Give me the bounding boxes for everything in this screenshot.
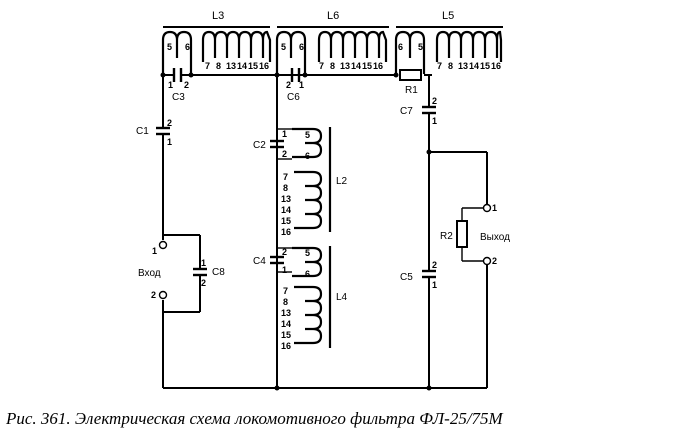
pin-label: 6 bbox=[305, 269, 310, 279]
pin-label: 16 bbox=[373, 61, 383, 71]
output-terminal-2 bbox=[482, 256, 492, 266]
transformer-l6: L6 5 6 7 8 13 14 15 16 bbox=[275, 10, 389, 74]
pin-label: 16 bbox=[281, 227, 291, 237]
pin-label: 8 bbox=[283, 183, 288, 193]
pin-label: 6 bbox=[398, 42, 403, 52]
transformer-l4-label: L4 bbox=[336, 292, 348, 303]
pin-label: 5 bbox=[281, 42, 286, 52]
input-pin-2: 2 bbox=[151, 290, 156, 300]
output-label: Выход bbox=[480, 232, 510, 243]
top-bus bbox=[160, 72, 432, 78]
pin-label: 2 bbox=[432, 96, 437, 106]
capacitor-c2-label: C2 bbox=[253, 140, 266, 151]
pin-label: 1 bbox=[167, 137, 172, 147]
pin-label: 8 bbox=[283, 297, 288, 307]
pin-label: 15 bbox=[362, 61, 372, 71]
capacitor-c8-label: C8 bbox=[212, 267, 225, 278]
pin-label: 13 bbox=[340, 61, 350, 71]
pin-label: 5 bbox=[167, 42, 172, 52]
pin-label: 13 bbox=[226, 61, 236, 71]
resistor-r2 bbox=[456, 220, 468, 248]
input-label: Вход bbox=[138, 268, 161, 279]
transformer-l5: L5 6 5 7 8 13 14 15 16 bbox=[394, 10, 503, 74]
input-pin-1: 1 bbox=[152, 246, 157, 256]
transformer-l4: 2 1 C4 5 6 7 8 13 14 15 16 L4 bbox=[253, 246, 348, 351]
pin-label: 1 bbox=[282, 265, 287, 275]
pin-label: 1 bbox=[432, 116, 437, 126]
pin-label: 5 bbox=[305, 248, 310, 258]
pin-label: 8 bbox=[216, 61, 221, 71]
pin-label: 16 bbox=[259, 61, 269, 71]
pin-label: 1 bbox=[432, 280, 437, 290]
middle-branch: 1 2 C2 5 6 7 8 13 14 15 16 L2 2 1 C4 bbox=[253, 75, 348, 388]
pin-label: 7 bbox=[437, 61, 442, 71]
pin-label: 1 bbox=[282, 129, 287, 139]
pin-label: 7 bbox=[319, 61, 324, 71]
pin-label: 8 bbox=[330, 61, 335, 71]
pin-label: 7 bbox=[283, 172, 288, 182]
pin-label: 14 bbox=[469, 61, 479, 71]
pin-label: 6 bbox=[185, 42, 190, 52]
pin-label: 2 bbox=[167, 118, 172, 128]
pin-label: 14 bbox=[237, 61, 247, 71]
capacitor-c1-label: C1 bbox=[136, 126, 149, 137]
pin-label: 13 bbox=[281, 308, 291, 318]
resistor-r2-label: R2 bbox=[440, 231, 453, 242]
output-terminal-1 bbox=[482, 203, 492, 213]
figure-caption: Рис. 361. Электрическая схема локомотивн… bbox=[6, 409, 503, 428]
transformer-l6-label: L6 bbox=[327, 10, 339, 22]
transformer-l5-label: L5 bbox=[442, 10, 454, 22]
pin-label: 8 bbox=[448, 61, 453, 71]
pin-label: 7 bbox=[283, 286, 288, 296]
bottom-bus bbox=[163, 385, 487, 391]
capacitor-c3: 1 2 C3 bbox=[168, 68, 189, 103]
capacitor-c3-label: C3 bbox=[172, 92, 185, 103]
pin-label: 6 bbox=[305, 151, 310, 161]
pin-label: 6 bbox=[299, 42, 304, 52]
pin-label: 14 bbox=[351, 61, 361, 71]
pin-label: 15 bbox=[281, 330, 291, 340]
pin-label: 13 bbox=[458, 61, 468, 71]
pin-label: 14 bbox=[281, 319, 291, 329]
pin-label: 16 bbox=[281, 341, 291, 351]
pin-label: 2 bbox=[286, 80, 291, 90]
pin-label: 15 bbox=[281, 216, 291, 226]
pin-label: 5 bbox=[305, 130, 310, 140]
capacitor-c6: 2 1 C6 bbox=[286, 68, 304, 103]
capacitor-c5-label: C5 bbox=[400, 272, 413, 283]
pin-label: 2 bbox=[432, 260, 437, 270]
input-branch: 2 1 C1 1 Вход 2 1 2 C8 bbox=[136, 75, 225, 388]
capacitor-c6-label: C6 bbox=[287, 92, 300, 103]
input-terminal-2 bbox=[158, 290, 168, 300]
pin-label: 5 bbox=[418, 42, 423, 52]
transformer-l2: 1 2 C2 5 6 7 8 13 14 15 16 L2 bbox=[253, 127, 348, 237]
output-pin-2: 2 bbox=[492, 256, 497, 266]
pin-label: 15 bbox=[480, 61, 490, 71]
pin-label: 2 bbox=[184, 80, 189, 90]
pin-label: 1 bbox=[299, 80, 304, 90]
pin-label: 13 bbox=[281, 194, 291, 204]
resistor-r1-label: R1 bbox=[405, 85, 418, 96]
pin-label: 14 bbox=[281, 205, 291, 215]
pin-label: 7 bbox=[205, 61, 210, 71]
pin-label: 15 bbox=[248, 61, 258, 71]
input-terminal-1 bbox=[158, 240, 168, 250]
pin-label: 1 bbox=[201, 258, 206, 268]
output-branch: 2 1 C7 1 R2 Выход 2 2 1 C5 bbox=[400, 75, 510, 388]
pin-label: 1 bbox=[168, 80, 173, 90]
pin-label: 16 bbox=[491, 61, 501, 71]
capacitor-c4-label: C4 bbox=[253, 256, 266, 267]
resistor-r1: R1 bbox=[399, 69, 422, 96]
transformer-l3: L3 5 6 7 8 13 14 15 16 bbox=[161, 10, 272, 74]
transformer-l2-label: L2 bbox=[336, 176, 348, 187]
pin-label: 2 bbox=[201, 278, 206, 288]
capacitor-c7-label: C7 bbox=[400, 106, 413, 117]
pin-label: 2 bbox=[282, 247, 287, 257]
transformer-l3-label: L3 bbox=[212, 10, 224, 22]
pin-label: 2 bbox=[282, 149, 287, 159]
output-pin-1: 1 bbox=[492, 203, 497, 213]
